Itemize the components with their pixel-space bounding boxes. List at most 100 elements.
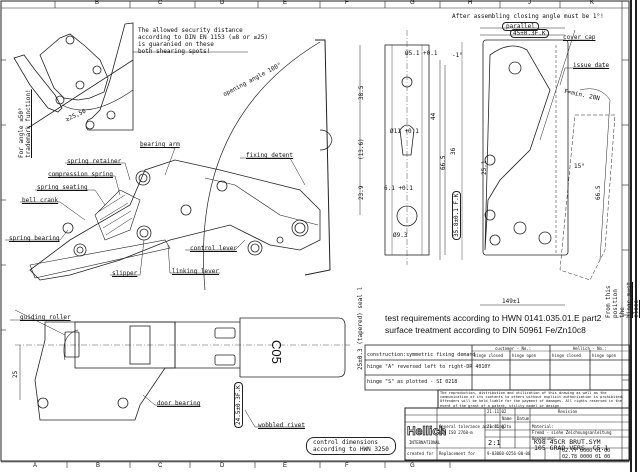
dim-25: 25 xyxy=(12,370,19,378)
small-hinge-view xyxy=(13,22,248,131)
part-number-2: 02.78 0000 01 00 xyxy=(562,454,611,460)
date-1: 21.11.02 xyxy=(487,409,507,414)
frame-col-f: F xyxy=(345,0,349,6)
label-slipper: slipper xyxy=(112,270,138,277)
self-acting-note: From this position the hinge must close … xyxy=(605,278,640,318)
title-line-1: K98 45CR BRUT.SYM xyxy=(534,438,601,446)
label-issue-date: issue date xyxy=(573,62,610,69)
dim-d11: Ø11 +0.1 xyxy=(390,128,419,135)
table-sub-open-1: hinge open xyxy=(512,353,537,358)
replacement-for: Replacement for xyxy=(439,451,476,456)
mounting-plate-view xyxy=(359,30,446,265)
note-line: is guaranied on these xyxy=(138,41,214,48)
dim-149: 149±1 xyxy=(502,298,521,305)
label-spring-retainer: spring retainer xyxy=(67,158,122,165)
label-spring-bearing: spring bearing xyxy=(9,235,60,242)
frame-col-g: G xyxy=(410,0,415,6)
label-c05: C05 xyxy=(269,340,284,364)
table-customer-header: customer - No.: xyxy=(495,346,532,351)
dim-23-9: 23.9 xyxy=(358,185,365,200)
label-fixing-detent: fixing detent xyxy=(246,152,293,159)
closing-angle-note: After assembling closing angle must be 1… xyxy=(452,13,604,20)
date-header: Datum xyxy=(517,416,530,421)
frame-col-bottom-b: B xyxy=(96,463,101,469)
date-2: 21.11.02 xyxy=(487,424,507,429)
part-number-1: 02.77 0000 01 00 xyxy=(562,448,611,454)
table-hellich-header: Hellich - No.: xyxy=(573,346,607,351)
revision-header: Revision xyxy=(558,409,578,414)
note-line: hinge must close selfacting! xyxy=(626,281,640,318)
name-header: Name xyxy=(502,416,512,421)
dim-25-1: 25.1 xyxy=(481,160,488,175)
control-dimensions-note: control dimensions according to HWN 3250 xyxy=(306,437,396,455)
dim-36: 36 xyxy=(450,147,457,155)
dim-13-6: (13.6) xyxy=(358,138,365,160)
label-cover-cap: cover cap xyxy=(563,34,596,41)
note-line: The allowed security distance xyxy=(138,27,243,34)
note-line: trademark function! xyxy=(25,89,32,158)
material-value: Fremd - siehe Zeichnungsanleitung xyxy=(532,430,612,435)
dim-35-8: 35.8±0.1 F.K xyxy=(452,190,461,240)
angle-function-note: For angle ≤50° trademark function! xyxy=(18,89,32,158)
frame-col-bottom-g: G xyxy=(410,463,415,469)
note-line: according to HWN 3250 xyxy=(313,446,389,453)
frame-col-bottom-d: D xyxy=(220,463,225,469)
note-line: control dimensions xyxy=(313,439,379,446)
note-line: For angle ≤50° xyxy=(18,107,25,158)
label-wobbled-rivet: wobbled rivet xyxy=(258,422,305,429)
company-sub: INTERNATIONAL xyxy=(409,440,441,445)
company-logo: Hellich xyxy=(407,424,447,439)
tolerance-norm: DIN ISO 2768-m xyxy=(439,430,473,435)
label-linking-lever: linking lever xyxy=(172,268,219,275)
table-sub-closed-1: hinge closed xyxy=(474,353,503,358)
note-line: From this position the xyxy=(605,285,626,318)
note-line: both shearing spots! xyxy=(138,48,211,55)
table-sub-open-2: hinge open xyxy=(592,353,617,358)
created-for: created for xyxy=(407,451,434,456)
frame-col-d: D xyxy=(220,0,225,6)
dim-66-5: 66.5 xyxy=(440,155,447,170)
frame-col-h: H xyxy=(468,0,473,6)
table-row-a: hinge "A" reversed left to right-DR 4010… xyxy=(367,364,491,370)
dim-24-5: 24.5±0.3F.K xyxy=(234,382,243,428)
test-requirements: test requirements according to HWN 0141.… xyxy=(385,313,602,323)
designation-label: Benennung: xyxy=(532,436,557,441)
sheet-border xyxy=(0,0,630,462)
frame-col-bottom-e: E xyxy=(283,463,288,469)
frame-col-bottom-c: C xyxy=(158,463,163,469)
surface-treatment: surface treatment according to DIN 50961… xyxy=(385,325,586,335)
dim-d5-1: Ø5.1 +0.1 xyxy=(405,50,438,57)
scale: 2:1 xyxy=(488,439,501,447)
frame-col-b: B xyxy=(95,0,100,6)
note-line: according to DIN EN 1153 (≤8 or ≥25) xyxy=(138,34,269,41)
frame-col-j: J xyxy=(528,0,531,6)
hinge-mechanism xyxy=(29,159,321,281)
security-distance-note: The allowed security distance according … xyxy=(138,27,268,55)
title-line-2: 105 GRAD-VERS. C5.1 xyxy=(534,444,609,452)
dim-25-tapered: 25±0.3 (tapered) seal l xyxy=(357,286,364,370)
copyright-notice: The reproduction, distribution and utili… xyxy=(440,391,624,408)
frame-col-e: E xyxy=(283,0,288,6)
dim-66-5b: 66.5 xyxy=(595,185,602,200)
title-block-lines xyxy=(404,407,631,461)
table-row-s: hinge "S" as plotted - SI 0218 xyxy=(367,379,458,385)
side-hinge-view xyxy=(461,27,616,306)
dim-15deg: 15° xyxy=(574,163,585,170)
label-bearing-arm: bearing arm xyxy=(140,141,180,148)
label-door-bearing: door bearing xyxy=(157,400,201,407)
material-label: Material: xyxy=(532,424,554,429)
drawing-number: 9-03060-0256-00-00 xyxy=(487,451,531,456)
dim-44: 44 xyxy=(430,112,437,120)
bottom-plan-view xyxy=(15,317,350,421)
label-control-lever: control lever xyxy=(190,245,237,252)
label-spring-seating: spring seating xyxy=(37,184,88,191)
label-bell-crank: bell crank xyxy=(22,197,59,204)
table-construction: construction:symmetric fixing demand xyxy=(367,352,476,358)
dim-parallel: parallel xyxy=(502,22,539,31)
general-tolerance-label: General tolerance according to xyxy=(439,424,512,429)
frame-col-bottom-f: F xyxy=(345,463,349,469)
dim-minus1: -1° xyxy=(452,52,463,59)
label-compression-spring: compression spring xyxy=(48,171,114,178)
